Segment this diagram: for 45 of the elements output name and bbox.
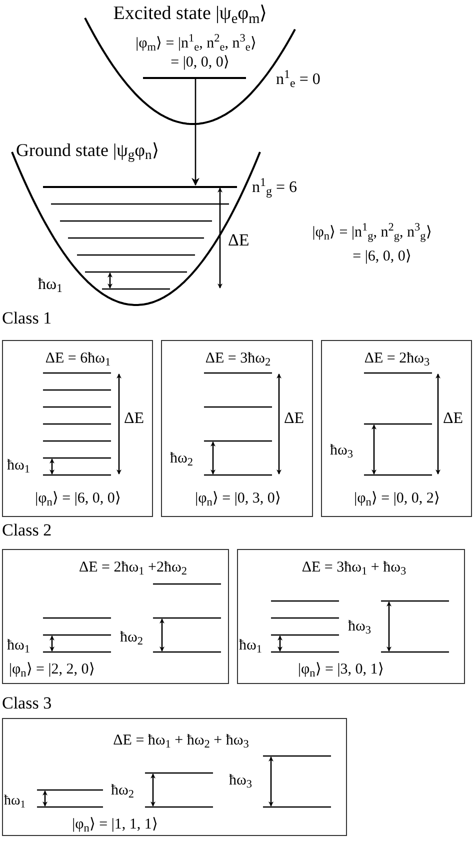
energy-quantum-label: ħω$_{1}$: [4, 792, 26, 810]
class-panel: [2, 549, 229, 684]
energy-gap-label: ΔE: [284, 409, 304, 429]
energy-quantum-label: ħω$_{1}$: [7, 456, 30, 476]
state-label: Ground state |ψ$_{g}$φ$_{n}$⟩: [16, 138, 159, 162]
quantum-number-label: n$^{1}$$_{e}$ = 0: [276, 70, 320, 90]
energy-equation: ΔE = 2ħω$_{1}$ +2ħω$_{2}$: [79, 558, 187, 578]
energy-quantum-label: ħω$_{3}$: [330, 442, 353, 460]
class-panel: [161, 340, 313, 517]
class-panel: [2, 718, 347, 836]
energy-quantum-label: ħω$_{1}$: [239, 636, 262, 656]
equation-label: = |0, 0, 0⟩: [170, 54, 230, 72]
equation-label: |φ$_{n}$⟩ = |n$^{1}$$_{g}$, n$^{2}$$_{g}$, n$^{3}$$_{g}$⟩: [312, 224, 432, 242]
equation-label: |φ$_{m}$⟩ = |n$^{1}$$_{e}$, n$^{2}$$_{e}$, n$^{3}$$_{e}$⟩: [136, 34, 256, 54]
arrow: [192, 79, 200, 186]
energy-quantum-label: ħω$_{2}$: [120, 628, 143, 648]
class-panel: [321, 340, 472, 517]
energy-quantum-label: ħω$_{1}$: [7, 636, 30, 656]
class-panel: [2, 340, 153, 517]
energy-gap-label: ΔE: [228, 229, 250, 251]
energy-gap-label: ΔE: [124, 409, 144, 429]
state-label: |φ$_{n}$⟩ = |2, 2, 0⟩: [9, 660, 95, 680]
energy-equation: ΔE = ħω$_{1}$ + ħω$_{2}$ + ħω$_{3}$: [113, 732, 249, 750]
energy-quantum-label: ħω$_{2}$: [111, 782, 134, 800]
state-label: |φ$_{n}$⟩ = |3, 0, 1⟩: [298, 660, 384, 680]
state-label: |φ$_{n}$⟩ = |0, 0, 2⟩: [354, 490, 440, 508]
state-label: Excited state |ψ$_{e}$φ$_{m}$⟩: [113, 2, 267, 26]
class-panel: [237, 549, 465, 684]
energy-gap-label: ΔE: [443, 409, 464, 429]
energy-equation: ΔE = 2ħω$_{3}$: [364, 350, 430, 368]
energy-quantum-label: ħω$_{2}$: [170, 450, 193, 468]
energy-quantum-label: ħω$_{3}$: [229, 772, 252, 790]
energy-quantum-label: ħω$_{3}$: [348, 618, 371, 636]
section-heading: Class 2: [2, 519, 52, 541]
state-label: |φ$_{n}$⟩ = |6, 0, 0⟩: [35, 490, 121, 508]
energy-equation: ΔE = 3ħω$_{2}$: [205, 350, 271, 368]
state-label: |φ$_{n}$⟩ = |1, 1, 1⟩: [72, 816, 158, 834]
section-heading: Class 3: [2, 692, 52, 714]
section-heading: Class 1: [2, 307, 52, 329]
energy-quantum-label: ħω$_{1}$: [38, 275, 63, 295]
quantum-number-label: n$^{1}$$_{g}$ = 6: [252, 178, 298, 198]
equation-label: = |6, 0, 0⟩: [352, 248, 412, 266]
state-label: |φ$_{n}$⟩ = |0, 3, 0⟩: [195, 490, 281, 508]
energy-equation: ΔE = 6ħω$_{1}$: [45, 350, 111, 368]
energy-equation: ΔE = 3ħω$_{1}$ + ħω$_{3}$: [302, 558, 406, 578]
